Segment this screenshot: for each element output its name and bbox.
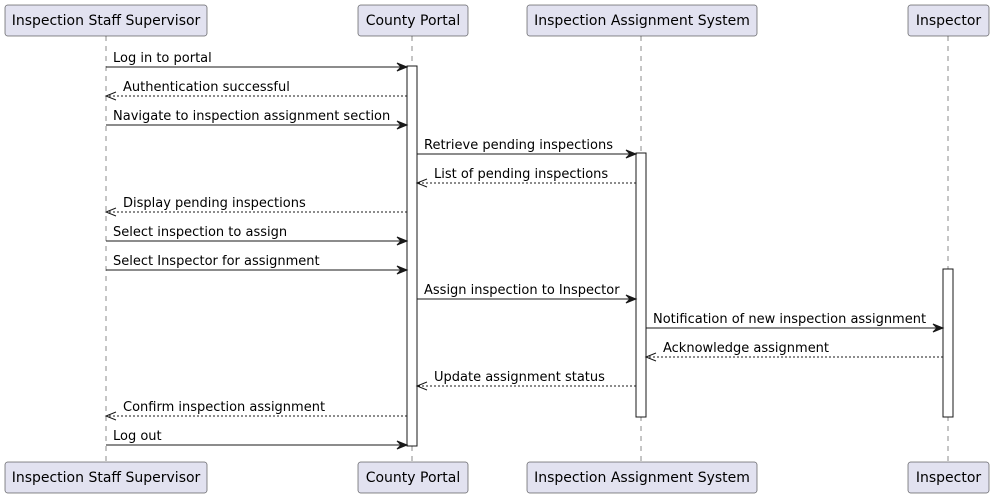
participant-box: [907, 461, 990, 494]
message-5: List of pending inspections: [415, 167, 636, 188]
arrow-head: [104, 207, 117, 217]
message-label: Select Inspector for assignment: [113, 254, 320, 269]
participant-supervisor-bottom: Inspection Staff Supervisor: [4, 461, 208, 494]
participant-label: Inspector: [916, 13, 982, 29]
message-3: Navigate to inspection assignment sectio…: [106, 109, 409, 130]
message-label: Notification of new inspection assignmen…: [653, 312, 926, 327]
arrow-head: [396, 62, 409, 72]
message-2: Authentication successful: [104, 80, 407, 101]
participants-top: Inspection Staff Supervisor County Portal…: [4, 4, 990, 37]
participant-inspector-bottom: Inspector: [907, 461, 990, 494]
message-label: Log in to portal: [113, 51, 212, 66]
arrow-head: [396, 236, 409, 246]
activation-bars: [406, 65, 954, 447]
message-label: Authentication successful: [123, 80, 290, 95]
participant-supervisor-top: Inspection Staff Supervisor: [4, 4, 208, 37]
participant-label: Inspection Staff Supervisor: [12, 470, 201, 486]
message-9: Assign inspection to Inspector: [417, 283, 638, 304]
participant-box: [4, 461, 208, 494]
message-label: Select inspection to assign: [113, 225, 287, 240]
message-4: Retrieve pending inspections: [417, 138, 638, 159]
message-label: Assign inspection to Inspector: [424, 283, 620, 298]
arrow-head: [396, 120, 409, 130]
message-11: Acknowledge assignment: [644, 341, 943, 362]
participant-label: Inspection Assignment System: [534, 13, 750, 29]
participant-label: Inspection Assignment System: [534, 470, 750, 486]
arrow-head: [932, 323, 945, 333]
arrow-head: [625, 149, 638, 159]
participant-box: [4, 4, 208, 37]
arrow-head: [625, 294, 638, 304]
participant-label: County Portal: [366, 470, 461, 486]
message-1: Log in to portal: [106, 51, 409, 72]
message-label: List of pending inspections: [434, 167, 608, 182]
message-6: Display pending inspections: [104, 196, 407, 217]
arrow-head: [104, 91, 117, 101]
message-13: Confirm inspection assignment: [104, 400, 407, 421]
arrow-head: [415, 381, 428, 391]
activation-bar-ias: [635, 152, 647, 418]
participant-box: [357, 461, 469, 494]
participant-label: County Portal: [366, 13, 461, 29]
message-label: Confirm inspection assignment: [123, 400, 325, 415]
message-12: Update assignment status: [415, 370, 636, 391]
arrow-head: [104, 411, 117, 421]
arrow-head: [396, 265, 409, 275]
message-8: Select Inspector for assignment: [106, 254, 409, 275]
participant-box: [357, 4, 469, 37]
participant-label: Inspection Staff Supervisor: [12, 13, 201, 29]
arrow-head: [644, 352, 657, 362]
message-10: Notification of new inspection assignmen…: [646, 312, 945, 333]
participant-box: [907, 4, 990, 37]
participant-inspector-top: Inspector: [907, 4, 990, 37]
lifelines: [105, 36, 949, 462]
message-label: Update assignment status: [434, 370, 605, 385]
participant-ias-top: Inspection Assignment System: [526, 4, 758, 37]
participant-label: Inspector: [916, 470, 982, 486]
participants-bottom: Inspection Staff Supervisor County Portal…: [4, 461, 990, 494]
participant-portal-top: County Portal: [357, 4, 469, 37]
activation-bar-portal: [406, 65, 418, 447]
participant-portal-bottom: County Portal: [357, 461, 469, 494]
participant-box: [526, 461, 758, 494]
participant-ias-bottom: Inspection Assignment System: [526, 461, 758, 494]
message-label: Log out: [113, 429, 162, 444]
message-label: Retrieve pending inspections: [424, 138, 613, 153]
message-7: Select inspection to assign: [106, 225, 409, 246]
message-14: Log out: [106, 429, 409, 450]
message-label: Navigate to inspection assignment sectio…: [113, 109, 390, 124]
activation-bar-inspector: [942, 268, 954, 418]
message-label: Display pending inspections: [123, 196, 306, 211]
message-label: Acknowledge assignment: [663, 341, 829, 356]
participant-box: [526, 4, 758, 37]
arrow-head: [415, 178, 428, 188]
arrow-head: [396, 440, 409, 450]
